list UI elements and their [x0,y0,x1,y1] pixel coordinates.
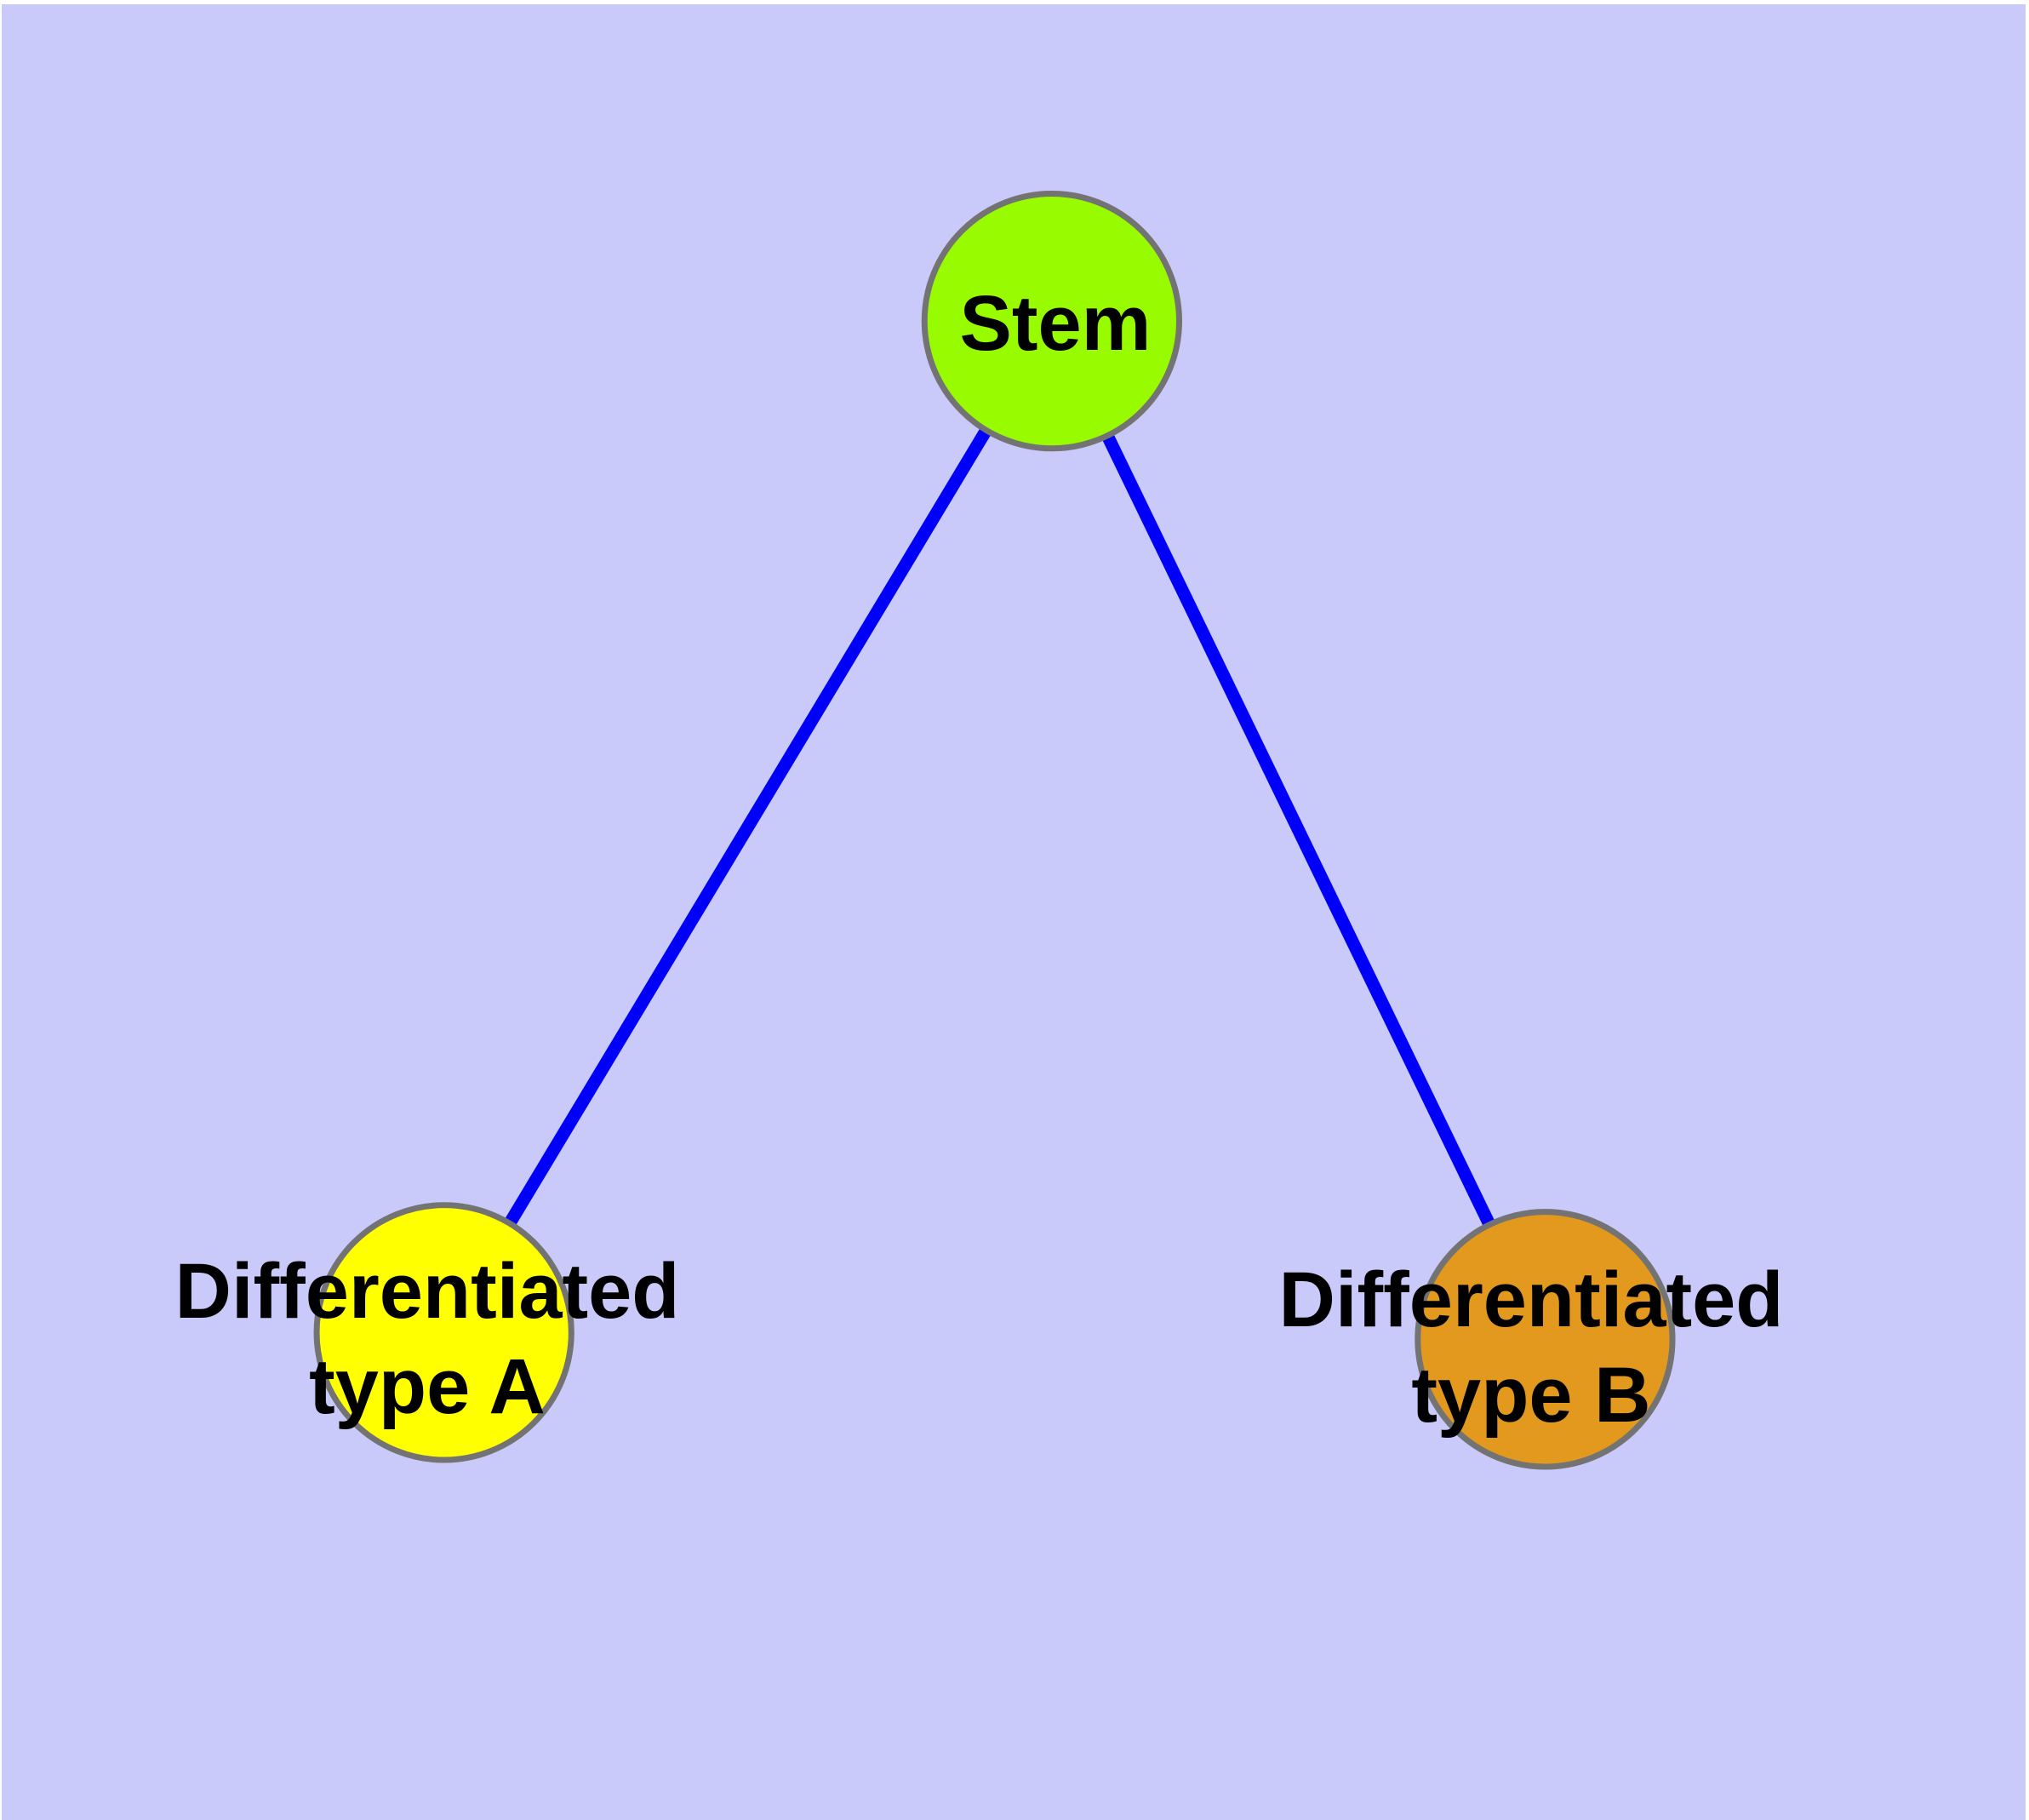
edge-stem-to-type-b [1046,318,1552,1342]
node-stem [921,190,1183,452]
node-differentiated-type-a [313,1202,574,1463]
graph-svg [2,4,2026,1820]
plot-background: Stem Differentiated type A Differentiate… [2,4,2026,1820]
edge-stem-to-type-a [438,318,1058,1336]
node-differentiated-type-b [1415,1209,1676,1470]
